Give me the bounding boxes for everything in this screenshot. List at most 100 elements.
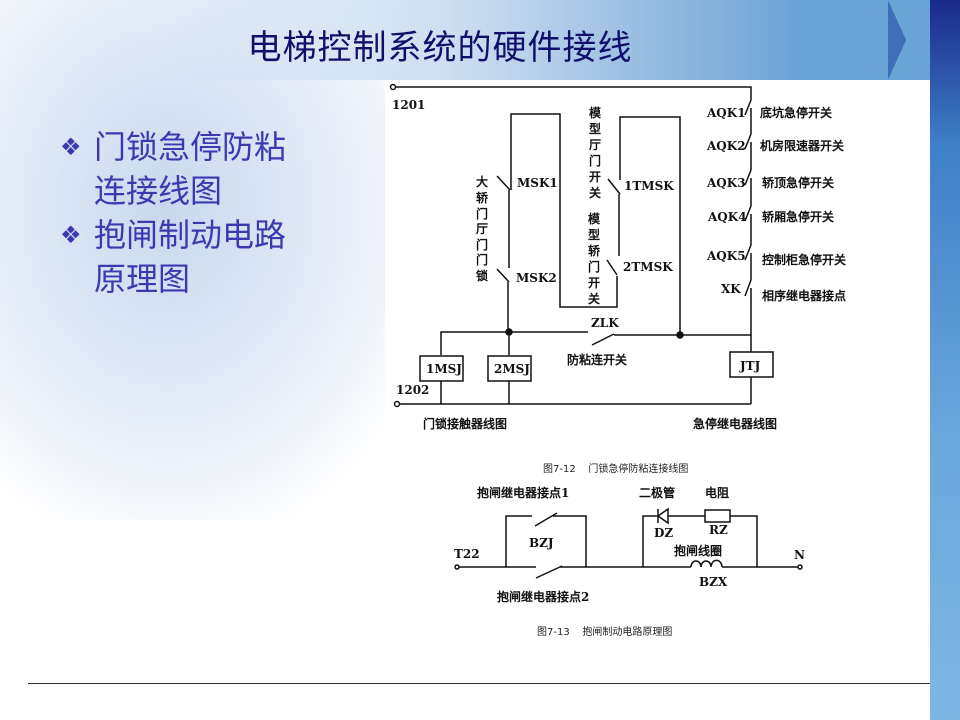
door-lock-estop-labels: 1201 1202 AQK1 底坑急停开关 AQK2 机房限速器开关 AQK3 … (392, 98, 846, 475)
relay-label: BZJ (529, 536, 554, 550)
brake-circuit-labels: 抱闸继电器接点1 抱闸继电器接点2 BZJ T22 N 二极管 电阻 DZ RZ… (454, 485, 805, 638)
brake-circuit-diagram (454, 507, 803, 579)
chevron-icon (848, 0, 866, 80)
coil-id: BZX (699, 575, 728, 589)
bullet-text: 连接线图 (94, 172, 223, 210)
vertical-label-car-door: 模 型 轿 门 开 关 (588, 211, 601, 306)
switch-desc: 轿顶急停开关 (762, 175, 834, 190)
bullet-text: 原理图 (94, 260, 191, 298)
door-lock-estop-diagram (389, 83, 774, 408)
wire (510, 113, 618, 308)
coil-label: 1MSJ (426, 362, 462, 376)
estop-switch-chain (744, 99, 752, 352)
coil-label: 抱闸线圈 (674, 543, 722, 558)
coil-desc: 门锁接触器线图 (423, 416, 507, 431)
svg-text:门: 门 (476, 237, 488, 252)
svg-text:模: 模 (588, 211, 601, 226)
svg-text:门: 门 (588, 259, 600, 274)
switch-desc: 控制柜急停开关 (762, 252, 846, 267)
svg-text:开: 开 (588, 276, 600, 290)
switch-label: 1TMSK (624, 179, 674, 193)
switch-id: AQK4 (707, 210, 747, 224)
wire (396, 86, 752, 100)
bullet-text: 抱闸制动电路 (94, 216, 287, 254)
diamond-bullet-icon: ❖ (60, 133, 82, 161)
svg-text:厅: 厅 (476, 222, 488, 236)
svg-text:模: 模 (589, 105, 602, 120)
switch-id: AQK1 (706, 106, 746, 120)
resistor-id: RZ (709, 523, 728, 537)
diode-id: DZ (654, 526, 673, 540)
svg-text:门: 门 (476, 252, 488, 267)
switch-label: MSK2 (516, 271, 557, 285)
svg-text:厅: 厅 (589, 138, 601, 152)
terminal-label: 1201 (392, 98, 425, 112)
switch-id: AQK2 (706, 139, 746, 153)
contact-2 (535, 565, 563, 579)
switch-id: AQK3 (706, 176, 746, 190)
terminal-t22 (454, 564, 460, 570)
figure-caption: 图7-12 门锁急停防粘连接线图 (543, 462, 688, 475)
svg-text:开: 开 (589, 170, 601, 184)
diode-icon (656, 507, 669, 525)
switch-label: ZLK (591, 316, 619, 330)
svg-text:轿: 轿 (588, 243, 601, 258)
contact-label: 抱闸继电器接点1 (477, 485, 569, 500)
svg-text:门: 门 (476, 206, 488, 221)
bullet-list: ❖ 门锁急停防粘连接线图 ❖ 抱闸制动电路原理图 (60, 125, 350, 301)
slide-title: 电梯控制系统的硬件接线 (247, 28, 633, 68)
switch-label: MSK1 (517, 176, 558, 190)
svg-text:锁: 锁 (476, 268, 488, 283)
switch-desc: 轿厢急停开关 (762, 209, 834, 224)
svg-text:轿: 轿 (476, 190, 489, 205)
terminal-label: 1202 (396, 383, 429, 397)
coil-label: JTJ (739, 359, 761, 373)
switch-msk1 (496, 175, 511, 191)
contact-label: 抱闸继电器接点2 (497, 589, 589, 604)
right-decor-strip (930, 0, 960, 720)
diagram-background (385, 80, 870, 435)
svg-text:关: 关 (588, 291, 600, 306)
svg-text:型: 型 (588, 227, 600, 242)
contact-1 (534, 512, 558, 527)
wire (642, 515, 657, 567)
bullet-item: ❖ 抱闸制动电路原理图 (60, 213, 350, 301)
svg-text:型: 型 (589, 121, 601, 136)
coil-icon (690, 559, 723, 568)
switch-desc: 防粘连开关 (567, 352, 627, 367)
vertical-label-hall-door: 模 型 厅 门 开 关 (589, 105, 602, 200)
background-image (0, 0, 420, 520)
switch-msk2 (496, 268, 510, 283)
wire (440, 331, 588, 355)
switch-1tmsk (607, 178, 621, 195)
junction-dot (676, 331, 684, 339)
terminal-1201 (389, 83, 397, 91)
vertical-label-door-lock: 大 轿 门 厅 门 门 锁 (476, 174, 489, 283)
switch-desc: 相序继电器接点 (762, 288, 846, 303)
wire (619, 116, 681, 335)
coil-label: 2MSJ (494, 362, 530, 376)
svg-text:门: 门 (589, 153, 601, 168)
header-banner (160, 0, 960, 80)
footer-divider (28, 683, 930, 684)
terminal-n (797, 564, 803, 570)
coil-desc: 急停继电器线图 (693, 416, 777, 431)
diode-label: 二极管 (639, 485, 675, 500)
switch-zlk (591, 333, 615, 346)
terminal-label: T22 (454, 547, 480, 561)
switch-id: XK (721, 282, 741, 296)
bullet-item: ❖ 门锁急停防粘连接线图 (60, 125, 350, 213)
svg-text:关: 关 (589, 185, 601, 200)
chevron-icon (888, 0, 906, 80)
terminal-label: N (794, 548, 805, 562)
switch-desc: 底坑急停开关 (760, 105, 832, 120)
switch-label: 2TMSK (623, 260, 673, 274)
switch-desc: 机房限速器开关 (760, 138, 844, 153)
switch-2tmsk (606, 259, 618, 276)
bullet-text: 门锁急停防粘 (94, 128, 287, 166)
wire (505, 515, 532, 567)
resistor-icon (704, 509, 731, 523)
terminal-1202 (393, 400, 401, 408)
diamond-bullet-icon: ❖ (60, 221, 82, 249)
